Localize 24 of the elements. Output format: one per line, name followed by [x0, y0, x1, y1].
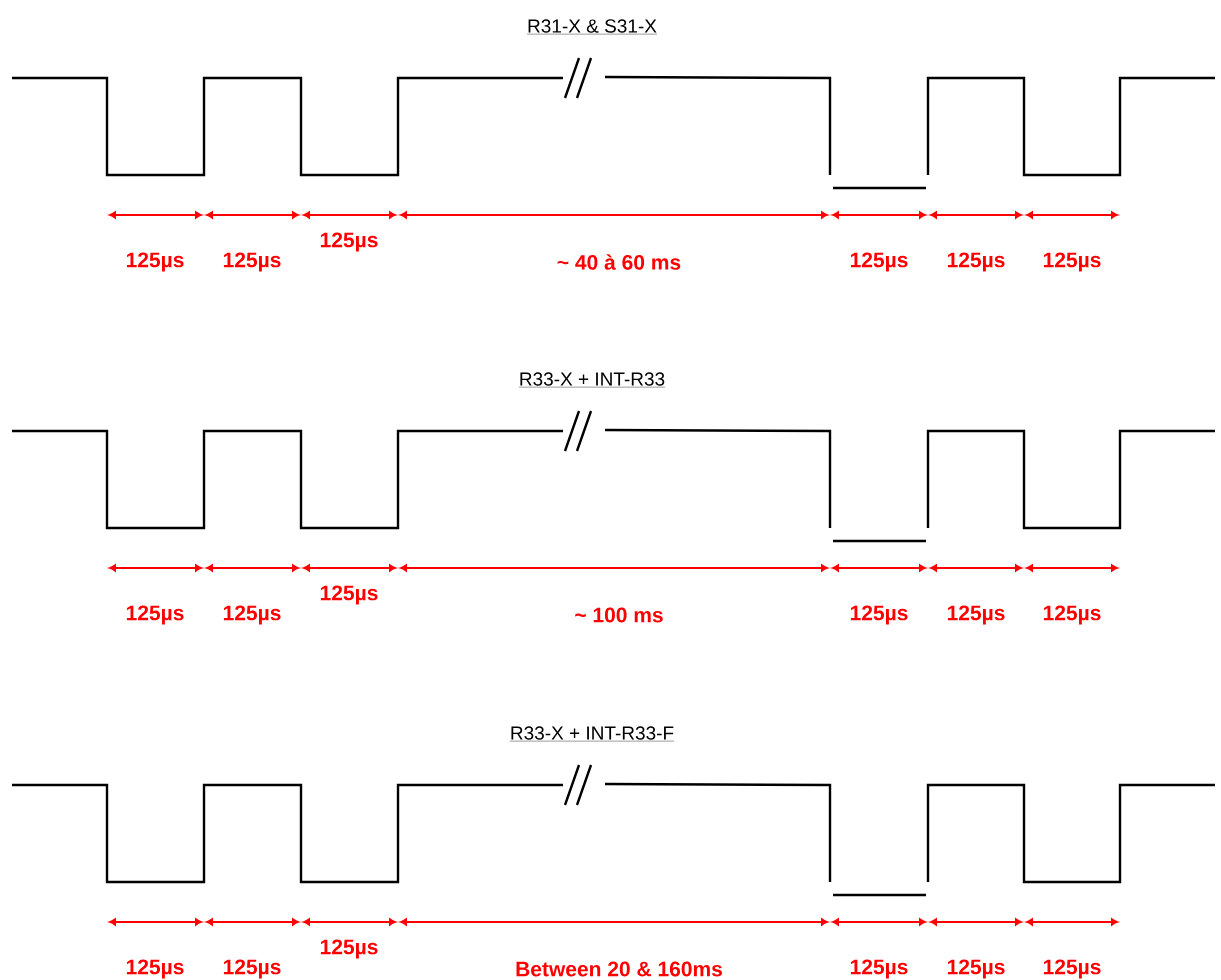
heading: R31-X & S31-X [526, 19, 658, 35]
dimension-label: 125µs [850, 605, 908, 625]
dimension-label: 125µs [1043, 605, 1101, 625]
dimension-label: 125µs [126, 605, 184, 625]
dimension-label: 125µs [947, 959, 1005, 979]
dimension-label: 125µs [223, 605, 281, 625]
dimension-label: 125µs [223, 959, 281, 979]
dimension-label: 125µs [850, 959, 908, 979]
dimension-label: 125µs [1043, 252, 1101, 272]
dimension-label: 125µs [126, 959, 184, 979]
dimension-label: 125µs [320, 939, 378, 959]
dimension-label: 125µs [947, 605, 1005, 625]
dimension-label: 125µs [947, 252, 1005, 272]
dimension-label: 125µs [320, 232, 378, 252]
heading: R33-X + INT-R33 [518, 372, 666, 388]
dimension-label: 125µs [320, 585, 378, 605]
dimension-label: 125µs [126, 252, 184, 272]
dimension-label: 125µs [223, 252, 281, 272]
dimension-label: 125µs [1043, 959, 1101, 979]
dimension-label: 125µs [850, 252, 908, 272]
dimension-label: Between 20 & 160ms [516, 961, 722, 977]
dimension-label: ~ 100 ms [575, 607, 663, 623]
heading: R33-X + INT-R33-F [509, 726, 675, 742]
dimension-label: ~ 40 à 60 ms [557, 254, 681, 270]
